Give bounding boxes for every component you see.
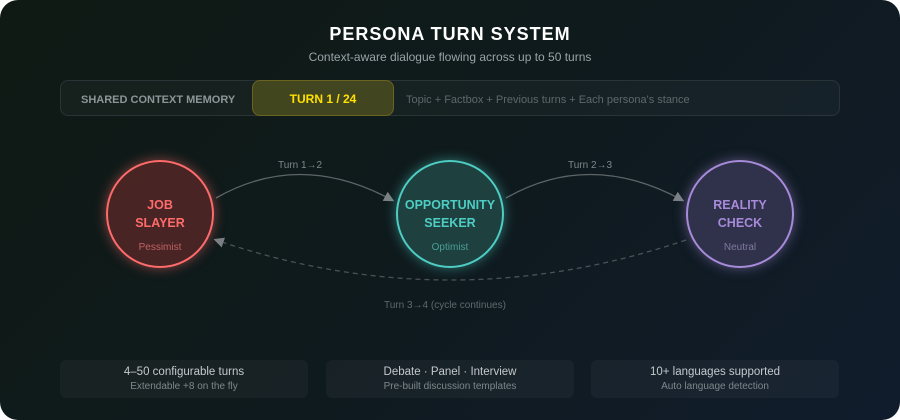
arrow-turn-2-3 (505, 173, 685, 202)
persona-job-slayer: JOB SLAYER Pessimist (106, 160, 214, 268)
arrow-turn-1-2 (215, 173, 395, 202)
persona-name: SLAYER (135, 216, 185, 230)
page-subtitle: Context-aware dialogue flowing across up… (308, 50, 592, 64)
feature-title: 10+ languages supported (649, 366, 781, 378)
shared-context-memory-bar: SHARED CONTEXT MEMORY Topic + Factbox + … (60, 80, 840, 116)
feature-card-languages: 10+ languages supported Auto language de… (591, 360, 839, 398)
memory-label: SHARED CONTEXT MEMORY (81, 94, 236, 106)
persona-role: Pessimist (138, 242, 182, 253)
persona-name: OPPORTUNITY (404, 198, 496, 212)
persona-role: Neutral (723, 242, 757, 253)
persona-reality-check: REALITY CHECK Neutral (686, 160, 794, 268)
feature-title: Debate · Panel · Interview (383, 366, 517, 378)
persona-name: REALITY (713, 198, 767, 212)
feature-subtitle: Auto language detection (661, 381, 769, 392)
persona-name: JOB (147, 198, 173, 212)
flow-label-2-3: Turn 2→3 (568, 160, 613, 171)
persona-role: Optimist (431, 242, 469, 253)
flow-label-3-4: Turn 3→4 (cycle continues) (384, 300, 506, 311)
memory-description: Topic + Factbox + Previous turns + Each … (406, 94, 690, 106)
persona-name: CHECK (717, 216, 763, 230)
page-title: PERSONA TURN SYSTEM (329, 24, 571, 44)
persona-opportunity-seeker: OPPORTUNITY SEEKER Optimist (396, 160, 504, 268)
feature-subtitle: Pre-built discussion templates (383, 381, 517, 392)
turn-counter: TURN 1 / 24 (289, 92, 357, 106)
feature-card-templates: Debate · Panel · Interview Pre-built dis… (326, 360, 574, 398)
arrow-turn-3-4 (213, 237, 687, 281)
feature-card-turns: 4–50 configurable turns Extendable +8 on… (60, 360, 308, 398)
flow-label-1-2: Turn 1→2 (278, 160, 323, 171)
feature-subtitle: Extendable +8 on the fly (130, 381, 238, 392)
feature-title: 4–50 configurable turns (123, 366, 245, 378)
turn-badge: TURN 1 / 24 (252, 80, 394, 116)
persona-name: SEEKER (424, 216, 476, 230)
